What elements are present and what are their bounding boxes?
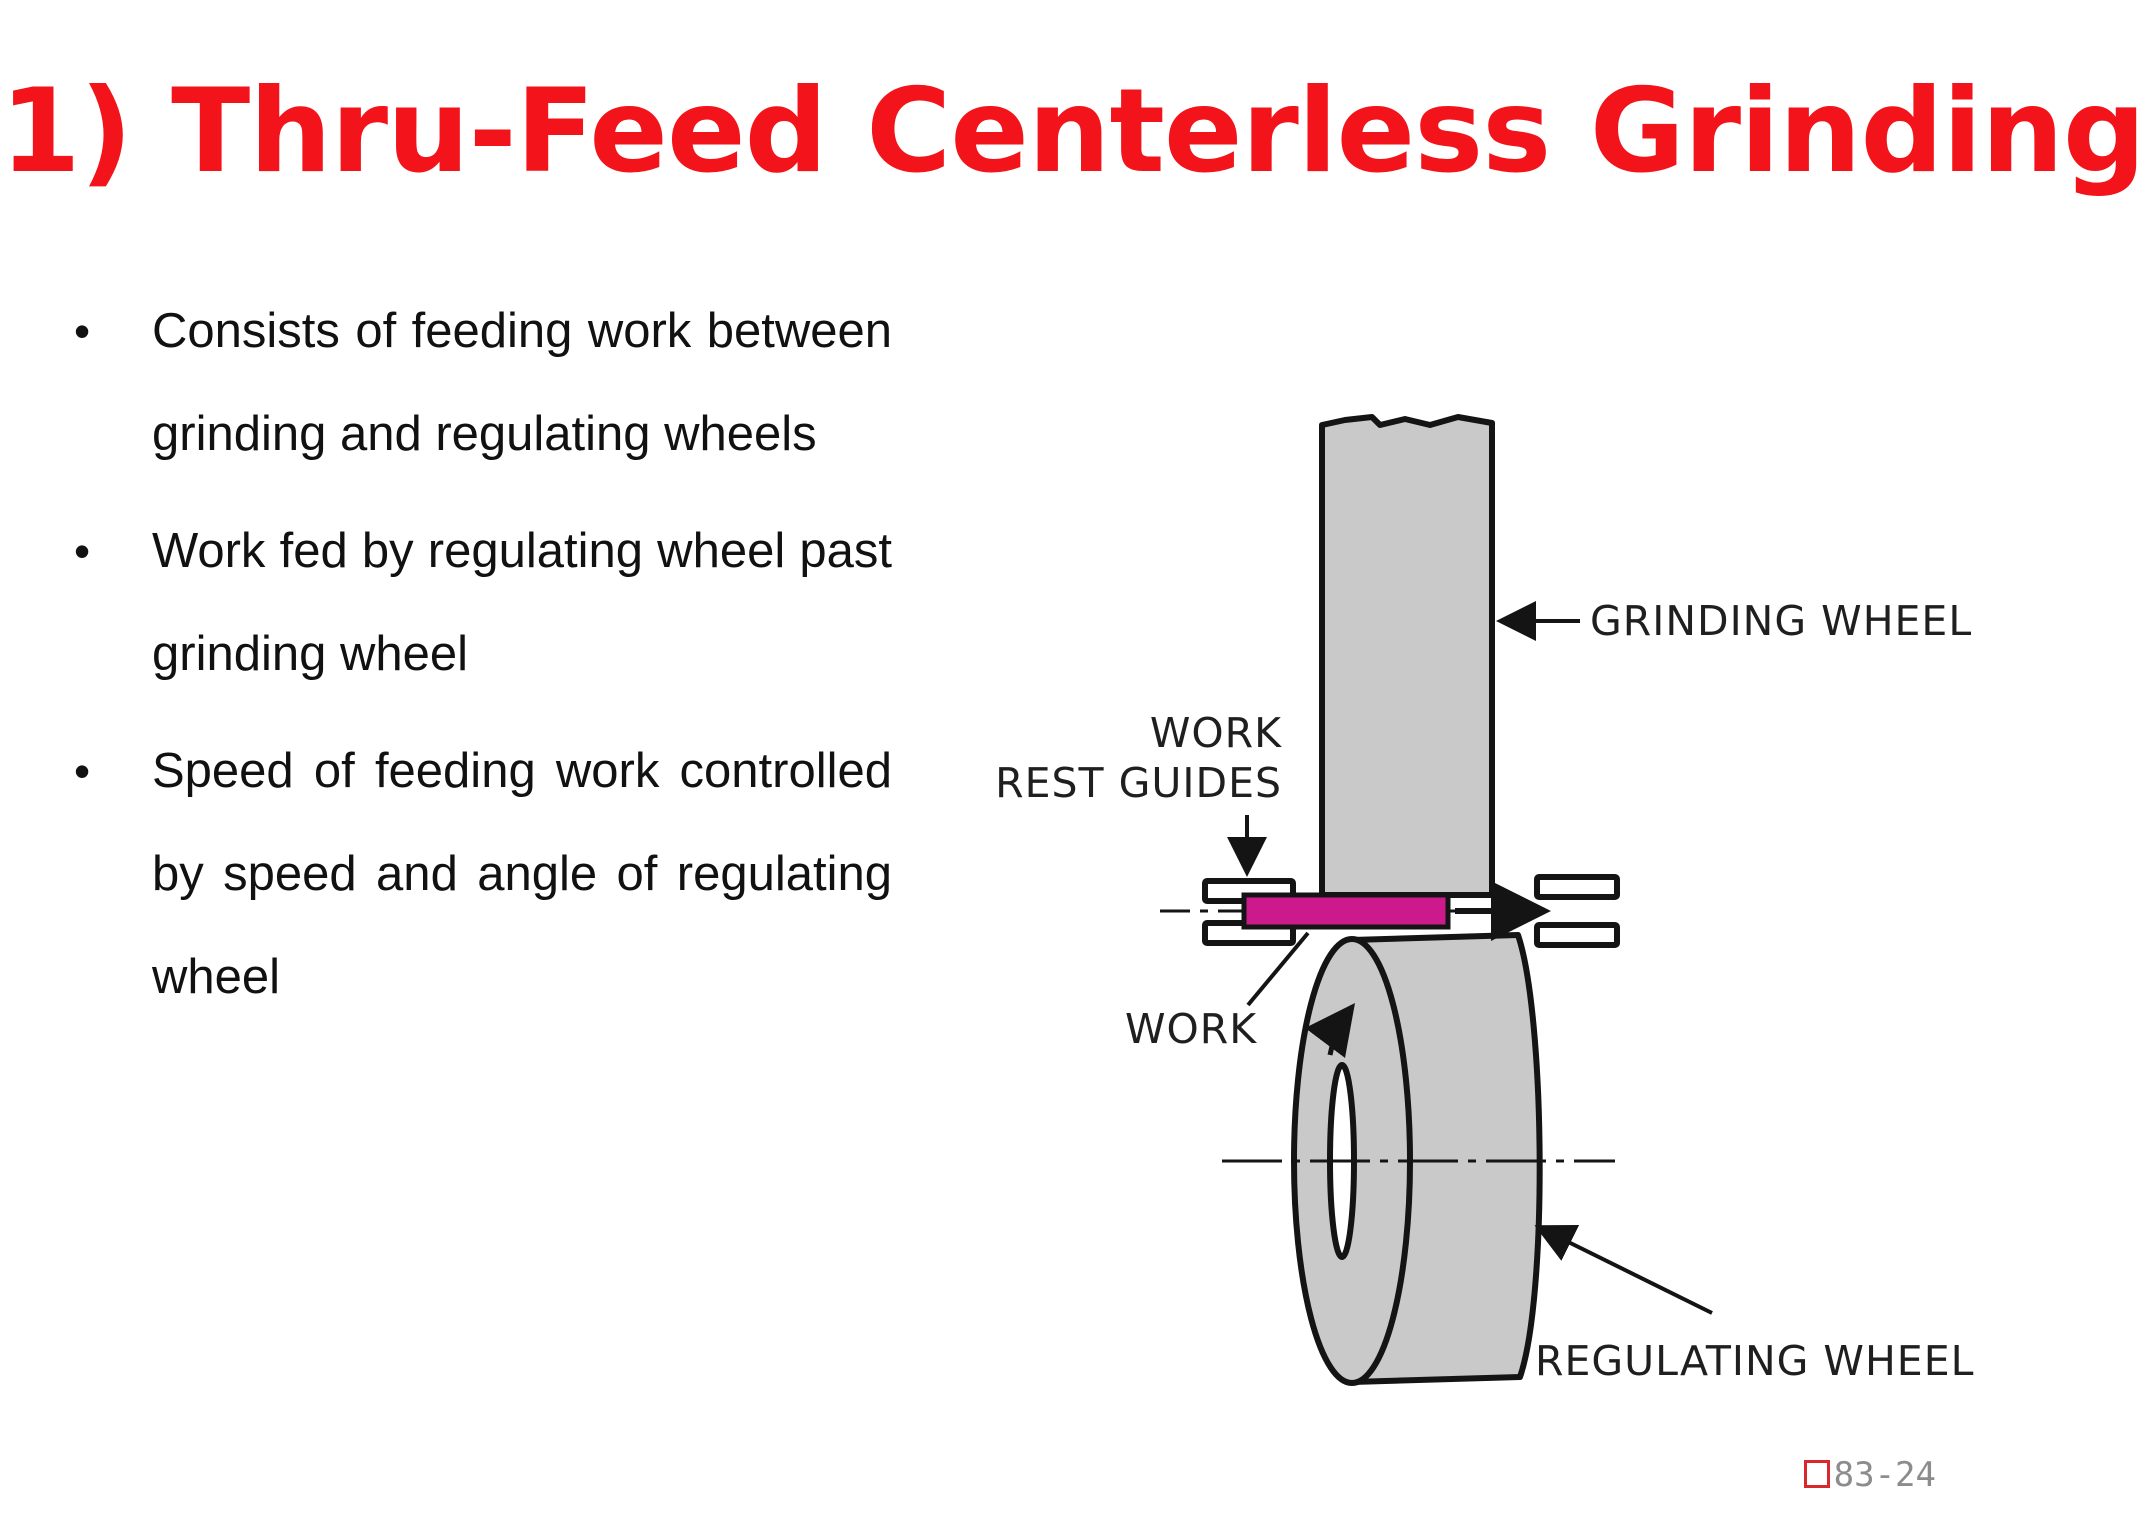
work-rest-guides-label-line1: WORK (1150, 709, 1282, 757)
bullet-dot-icon: • (74, 525, 91, 577)
slide-number-text: 83-24 (1833, 1455, 1936, 1495)
slide-number: 83-24 (1803, 1455, 1936, 1495)
work-rest-guide-right-bottom (1534, 922, 1620, 948)
bullet-text: Consists of feeding work between grindin… (152, 304, 892, 461)
slide: 1) Thru-Feed Centerless Grinding • Consi… (0, 64, 2145, 1495)
bullet-item: • Work fed by regulating wheel past grin… (62, 500, 892, 706)
grinding-wheel-shape (1319, 414, 1495, 898)
work-leader (1246, 931, 1310, 1007)
work-label: WORK (1125, 1005, 1257, 1053)
work-piece (1241, 892, 1451, 930)
regulating-wheel-leader (1534, 1225, 1713, 1315)
bullet-dot-icon: • (74, 745, 91, 797)
slide-title: 1) Thru-Feed Centerless Grinding (0, 64, 2145, 199)
bullet-item: • Consists of feeding work between grind… (62, 280, 892, 486)
bullet-text: Work fed by regulating wheel past grindi… (152, 524, 892, 681)
work-rest-guides-label-line2: REST GUIDES (995, 759, 1282, 807)
bullet-list: • Consists of feeding work between grind… (62, 280, 892, 1043)
rotation-arrow-icon (1304, 1003, 1356, 1058)
regulating-wheel-label: REGULATING WHEEL (1535, 1337, 1974, 1385)
bullet-dot-icon: • (74, 305, 91, 357)
bullet-item: • Speed of feeding work controlled by sp… (62, 720, 892, 1029)
grinding-wheel-label: GRINDING WHEEL (1590, 597, 1972, 645)
centerless-grinding-diagram: GRINDING WHEEL WORK REST GUIDES WORK REG… (995, 395, 1973, 1425)
bullet-text: Speed of feeding work controlled by spee… (152, 744, 892, 1004)
slide-number-box-icon (1803, 1460, 1830, 1488)
work-rest-guide-right-top (1534, 874, 1620, 900)
